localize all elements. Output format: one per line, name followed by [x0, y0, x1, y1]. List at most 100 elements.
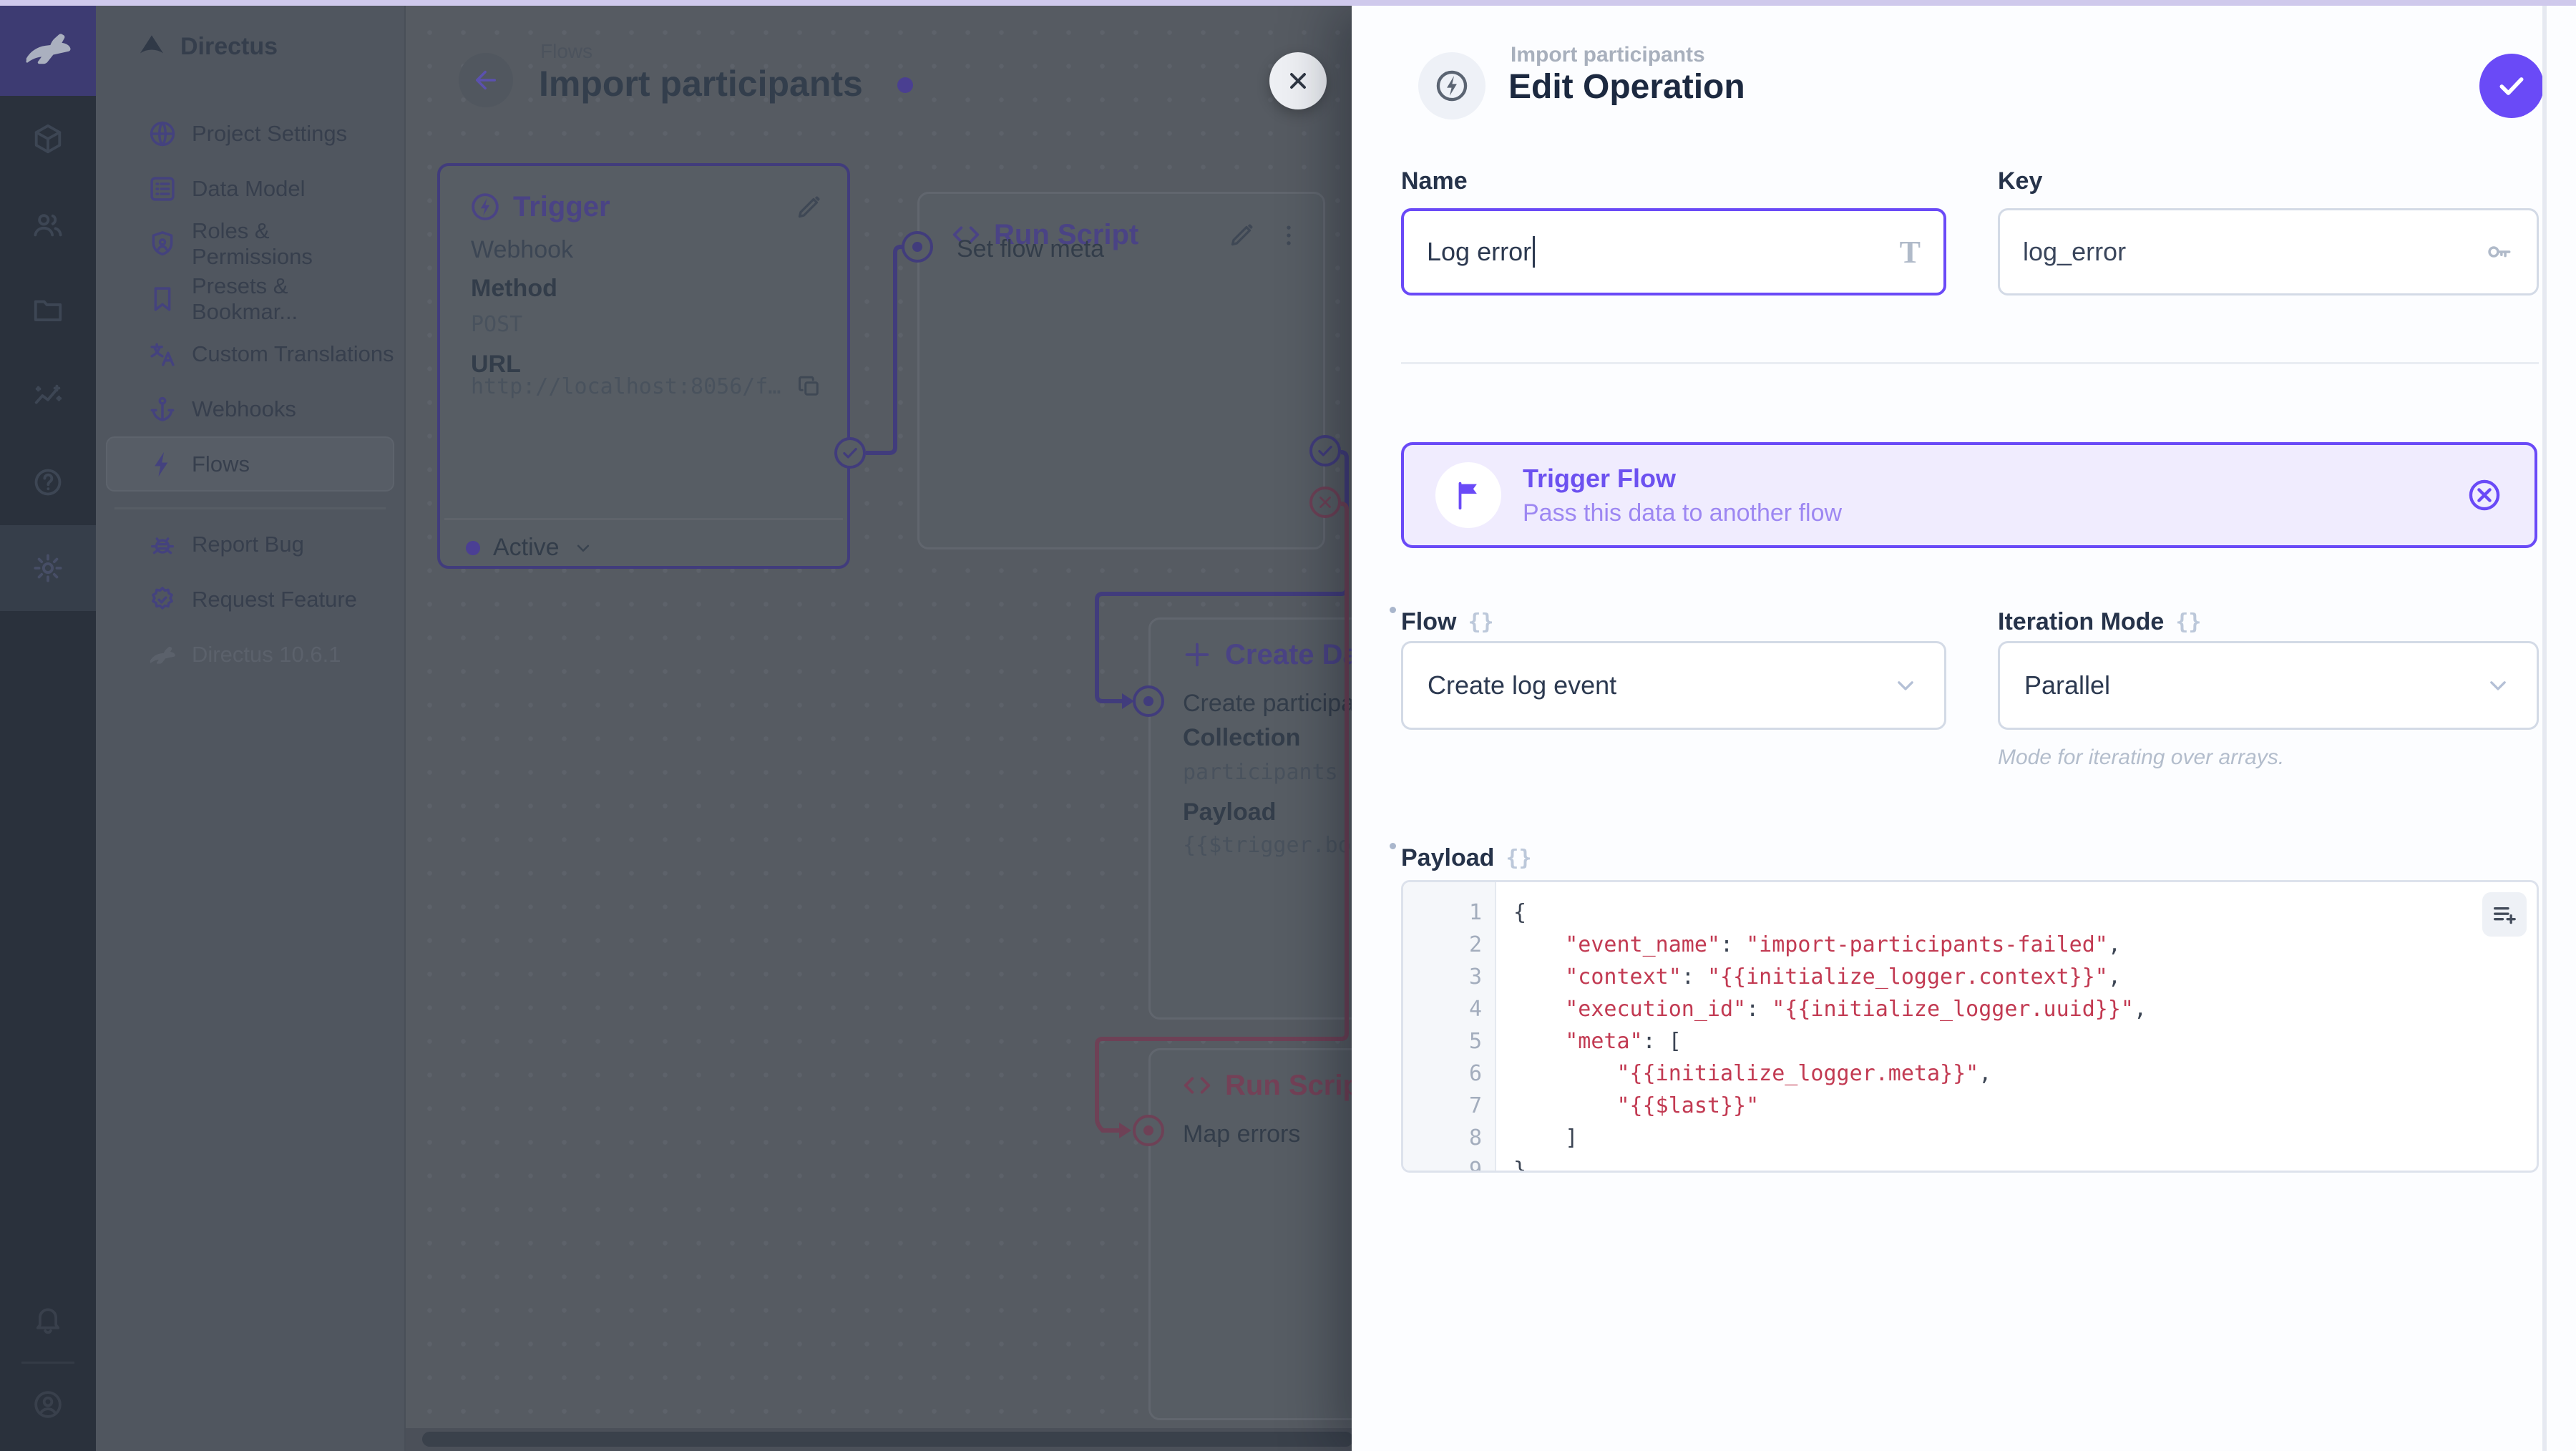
url-value: http://localhost:8056/f… [471, 373, 781, 399]
flow-canvas[interactable]: Flows Import participants Trigger Webhoo… [404, 0, 1406, 1451]
run-script-input-connector [902, 231, 933, 263]
text-caret [1533, 236, 1536, 268]
edit-pencil-icon[interactable] [794, 193, 823, 222]
deselect-circle-x-icon[interactable] [2466, 477, 2503, 514]
sidebar-item-label: Presets & Bookmar... [192, 273, 298, 324]
trigger-panel[interactable]: Trigger Webhook Method POST URL http://l… [437, 163, 850, 569]
unsaved-dot [897, 77, 913, 93]
module-insights-module[interactable] [0, 353, 96, 439]
code-line: "context": "{{initialize_logger.context}… [1565, 964, 2121, 990]
insert-template-button[interactable] [2482, 892, 2527, 937]
flag-icon [1452, 479, 1485, 512]
map-errors-input-connector [1133, 1115, 1164, 1146]
iteration-mode-value: Parallel [2024, 670, 2111, 700]
iteration-mode-select[interactable]: Parallel [1998, 641, 2539, 730]
check-icon [1316, 441, 1335, 460]
gear-icon [31, 552, 64, 585]
sidebar-item-label: Project Settings [192, 120, 348, 146]
line-number: 5 [1468, 1029, 1482, 1054]
flag-bubble [1435, 462, 1501, 528]
status-dot [466, 540, 480, 555]
line-number: 4 [1468, 997, 1482, 1022]
name-input[interactable]: Log error T [1401, 208, 1946, 295]
close-button[interactable] [1269, 52, 1327, 109]
bolt-circle-icon [469, 190, 502, 223]
plus-icon [1181, 638, 1214, 671]
module-users-module[interactable] [0, 182, 96, 268]
collection-label: Collection [1183, 724, 1301, 751]
user-avatar-button[interactable] [31, 1388, 64, 1421]
code-line: { [1513, 900, 1527, 925]
sidebar-item-label: Directus 10.6.1 [192, 641, 341, 667]
sidebar-item-roles-permissions[interactable]: Roles & Permissions [106, 216, 394, 271]
code-line: } [1513, 1158, 1527, 1173]
chevron-down-icon [2484, 671, 2512, 700]
sidebar-item-presets-bookmar[interactable]: Presets & Bookmar... [106, 271, 394, 326]
chevron-down-icon [1891, 671, 1920, 700]
sidebar-item-request-feature[interactable]: Request Feature [106, 572, 394, 627]
close-icon [1285, 68, 1311, 94]
module-bar-divider [21, 1362, 74, 1364]
code-line: "execution_id": "{{initialize_logger.uui… [1565, 997, 2147, 1022]
edit-operation-drawer: Import participants Edit Operation Name … [1352, 6, 2576, 1451]
module-settings-module[interactable] [0, 525, 96, 611]
breadcrumb[interactable]: Flows [540, 40, 593, 62]
panel-divider [444, 518, 843, 520]
back-button[interactable] [459, 53, 513, 107]
directus-logo[interactable] [0, 0, 96, 96]
edit-pencil-icon[interactable] [1227, 221, 1256, 250]
flow-status-toggle[interactable]: Active [466, 534, 594, 562]
page-title: Import participants [539, 64, 863, 104]
line-number: 8 [1468, 1125, 1482, 1150]
code-line: "meta": [ [1565, 1029, 1682, 1054]
sidebar-item-webhooks[interactable]: Webhooks [106, 381, 394, 436]
line-number: 7 [1468, 1093, 1482, 1118]
code-lines: { "event_name": "import-participants-fai… [1498, 882, 2537, 1171]
name-label: Name [1401, 167, 1468, 195]
horizontal-scrollbar-thumb[interactable] [422, 1432, 1353, 1447]
copy-icon[interactable] [796, 373, 822, 399]
module-docs-module[interactable] [0, 439, 96, 525]
sidebar-item-label: Report Bug [192, 531, 304, 557]
help-icon [31, 466, 64, 499]
bug-icon [147, 529, 177, 560]
notifications-button[interactable] [31, 1302, 64, 1335]
activity-icon [31, 380, 64, 413]
flow-label: Flow {} [1390, 607, 1494, 636]
sidebar-item-custom-translations[interactable]: Custom Translations [106, 326, 394, 381]
arrow-left-icon [471, 65, 501, 95]
raw-value-toggle-icon[interactable]: {} [1506, 846, 1532, 871]
flow-select[interactable]: Create log event [1401, 641, 1946, 730]
translate-icon [147, 339, 177, 369]
module-content-module[interactable] [0, 96, 96, 182]
run-script-panel[interactable]: Run Script Set flow meta [917, 192, 1325, 549]
code-line: "{{$last}}" [1616, 1093, 1760, 1118]
nav-divider [114, 507, 386, 509]
sidebar-item-report-bug[interactable]: Report Bug [106, 517, 394, 572]
key-input[interactable]: log_error [1998, 208, 2539, 295]
sidebar-item-flows[interactable]: Flows [106, 436, 394, 492]
check-icon [2496, 70, 2527, 102]
line-number: 9 [1468, 1158, 1482, 1173]
project-header[interactable]: Directus [96, 0, 404, 93]
collection-value: participants [1183, 760, 1338, 785]
line-number: 1 [1468, 900, 1482, 925]
sidebar-item-project-settings[interactable]: Project Settings [106, 106, 394, 161]
kebab-menu-icon[interactable] [1274, 221, 1303, 250]
raw-value-toggle-icon[interactable]: {} [2175, 610, 2202, 635]
key-value: log_error [2023, 237, 2127, 266]
code-line: "{{initialize_logger.meta}}", [1616, 1061, 1992, 1086]
raw-value-toggle-icon[interactable]: {} [1468, 610, 1494, 635]
account-icon [31, 1388, 64, 1421]
trigger-flow-banner[interactable]: Trigger Flow Pass this data to another f… [1401, 442, 2537, 548]
bell-icon [31, 1302, 64, 1335]
drawer-scrollbar-track[interactable] [2542, 6, 2547, 1451]
sidebar-item-data-model[interactable]: Data Model [106, 161, 394, 216]
trigger-panel-title: Trigger [513, 190, 610, 223]
globe-icon [147, 119, 177, 149]
save-button[interactable] [2479, 54, 2544, 118]
module-files-module[interactable] [0, 268, 96, 353]
code-line: ] [1513, 1125, 1579, 1150]
